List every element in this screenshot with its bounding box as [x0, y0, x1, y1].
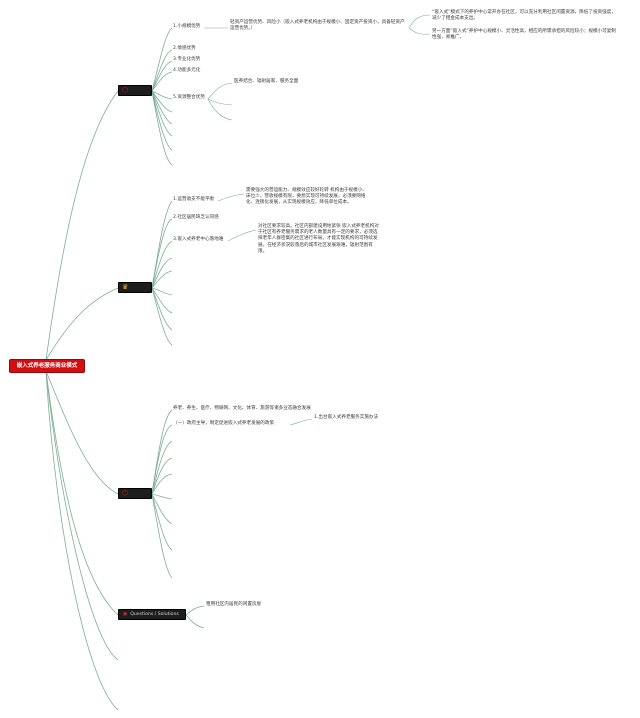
b2-item1-note: 需要强大的营运能力、规模效应较好轮转 机构由于规模小、床位少，营收规模有限，要想…	[246, 188, 367, 206]
b1-item-2[interactable]: 2.情感优势	[173, 46, 196, 51]
branch-label-4: Questions / Solutions	[130, 612, 179, 617]
b1-item-5[interactable]: 5.资源整合优势	[173, 95, 205, 100]
edge-root-tail1	[45, 370, 119, 661]
b4-item-1[interactable]: 租用社区内居民的闲置房屋	[206, 602, 262, 607]
edge-root-tail2	[45, 370, 119, 711]
branch-node-3[interactable]: ⬡	[118, 488, 152, 499]
trophy-icon: ♛	[122, 283, 129, 291]
edge-root-b4	[45, 370, 119, 616]
b2-edges	[151, 193, 257, 346]
b1-item-3[interactable]: 3.专业化优势	[173, 57, 201, 62]
branch-node-4[interactable]: ★ Questions / Solutions	[118, 609, 186, 620]
branch-node-2[interactable]: ♛	[118, 282, 152, 293]
b1-item1-note: 轻资产运营优势、风险小（嵌入式养老机构由于规模小、固定资产投资小，具备轻资产运营…	[230, 20, 405, 32]
alert-icon: ⬡	[122, 489, 129, 497]
b1-edges	[151, 14, 431, 166]
edge-root-b2	[45, 287, 119, 361]
b1-item5-note: 医养结合、辐射居家、服务全面	[234, 79, 299, 84]
b2-item-3[interactable]: 3.嵌入式养老中心落地难	[173, 237, 224, 242]
edge-root-b1	[45, 90, 119, 361]
b2-item-1[interactable]: 1.运营收支不能平衡	[173, 197, 215, 202]
b2-item3-note: 对社区要求较高。社区内部建设用地紧张 嵌入式养老机构对于社区有养老服务需求的老人…	[258, 224, 379, 254]
b3-item-2[interactable]: （一）政府主导，制定促进嵌入式养老发展的政策	[173, 421, 275, 426]
b4-edges	[185, 605, 205, 629]
b1-item-1[interactable]: 1.小规模优势	[173, 24, 201, 29]
b3-edges	[151, 409, 313, 579]
b1-item1-detail-a: “嵌入式”模式下的养护中心常开办在社区，可以充分利用社区闲置资源，降低了投资强度…	[432, 10, 616, 22]
star-icon: ★	[122, 610, 129, 618]
root-node[interactable]: 嵌入式养老服务商业模式	[9, 359, 85, 373]
branch-node-1[interactable]: ⬡	[118, 85, 152, 96]
b2-item-2[interactable]: 2.社区居民缺乏认同感	[173, 215, 219, 220]
b1-item-4[interactable]: 4.功能多元化	[173, 68, 201, 73]
edge-root-b3	[45, 370, 119, 495]
b3-item2-note: 1.出台嵌入式养老服务实施办法	[314, 415, 379, 420]
warning-icon: ⬡	[122, 86, 129, 94]
b3-item-1[interactable]: 养老、养生、医疗、物联网、文化、体育、旅游等诸多业态融合发展	[173, 406, 311, 411]
b1-item1-detail-b: 另一方面“嵌入式”养护中心规模小、灵活性高，相应的所需承担的风险较小；规模小可复…	[432, 29, 616, 41]
